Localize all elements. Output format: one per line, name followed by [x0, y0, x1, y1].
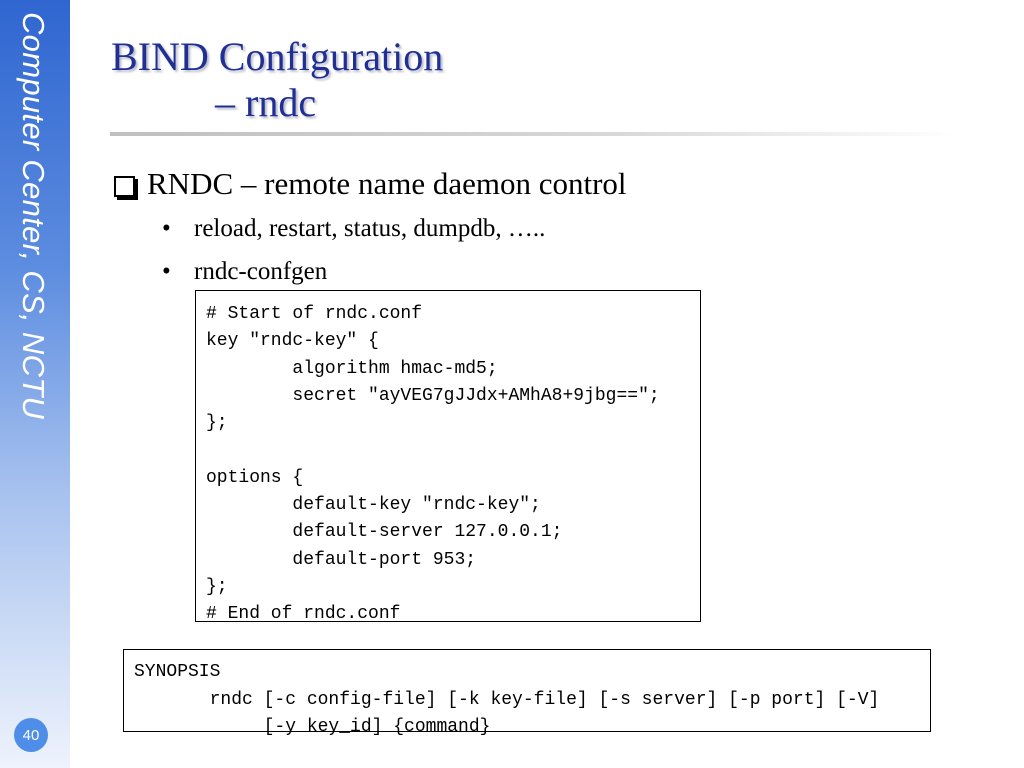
code-line: secret "ayVEG7gJJdx+AMhA8+9jbg==";: [206, 385, 660, 406]
code-line: key "rndc-key" {: [206, 331, 379, 352]
sub-bullet-commands: • reload, restart, status, dumpdb, …..: [162, 215, 545, 243]
page-number-badge: 40: [14, 718, 48, 752]
rndc-conf-code-block: # Start of rndc.conf key "rndc-key" { alg…: [195, 290, 701, 624]
bullet-dot-icon: •: [162, 258, 171, 285]
sub-bullet-confgen: • rndc-confgen: [162, 258, 327, 286]
main-bullet: RNDC – remote name daemon control: [114, 166, 627, 202]
code-line: };: [206, 413, 228, 434]
code-line: rndc [-c config-file] [-k key-file] [-s …: [134, 689, 880, 710]
code-line: [-y key_id] {command}: [134, 717, 491, 737]
code-line: default-server 127.0.0.1;: [206, 522, 563, 543]
code-line: SYNOPSIS: [134, 662, 221, 682]
code-line: };: [206, 576, 228, 597]
code-line: # Start of rndc.conf: [206, 304, 423, 324]
synopsis-code-block: SYNOPSIS rndc [-c config-file] [-k key-f…: [123, 649, 931, 737]
code-line: # End of rndc.conf: [206, 604, 401, 625]
title-divider: [110, 132, 960, 136]
code-line: default-port 953;: [206, 549, 477, 570]
code-line: default-key "rndc-key";: [206, 495, 541, 516]
title-line-1: BIND Configuration: [111, 34, 444, 79]
main-bullet-text: RNDC – remote name daemon control: [147, 166, 627, 201]
checkbox-bullet-icon: [114, 175, 135, 197]
code-line: [206, 437, 690, 464]
bullet-dot-icon: •: [162, 215, 171, 242]
sidebar-label: Computer Center, CS, NCTU: [16, 12, 51, 420]
code-line: algorithm hmac-md5;: [206, 358, 498, 379]
sub-bullet-text: reload, restart, status, dumpdb, …..: [194, 215, 546, 242]
title-line-2: – rndc: [215, 80, 317, 125]
slide-title: BIND Configuration – rndc: [111, 34, 443, 126]
code-line: options {: [206, 467, 304, 488]
sidebar: Computer Center, CS, NCTU 40: [0, 0, 70, 768]
sub-bullet-text: rndc-confgen: [194, 258, 328, 285]
